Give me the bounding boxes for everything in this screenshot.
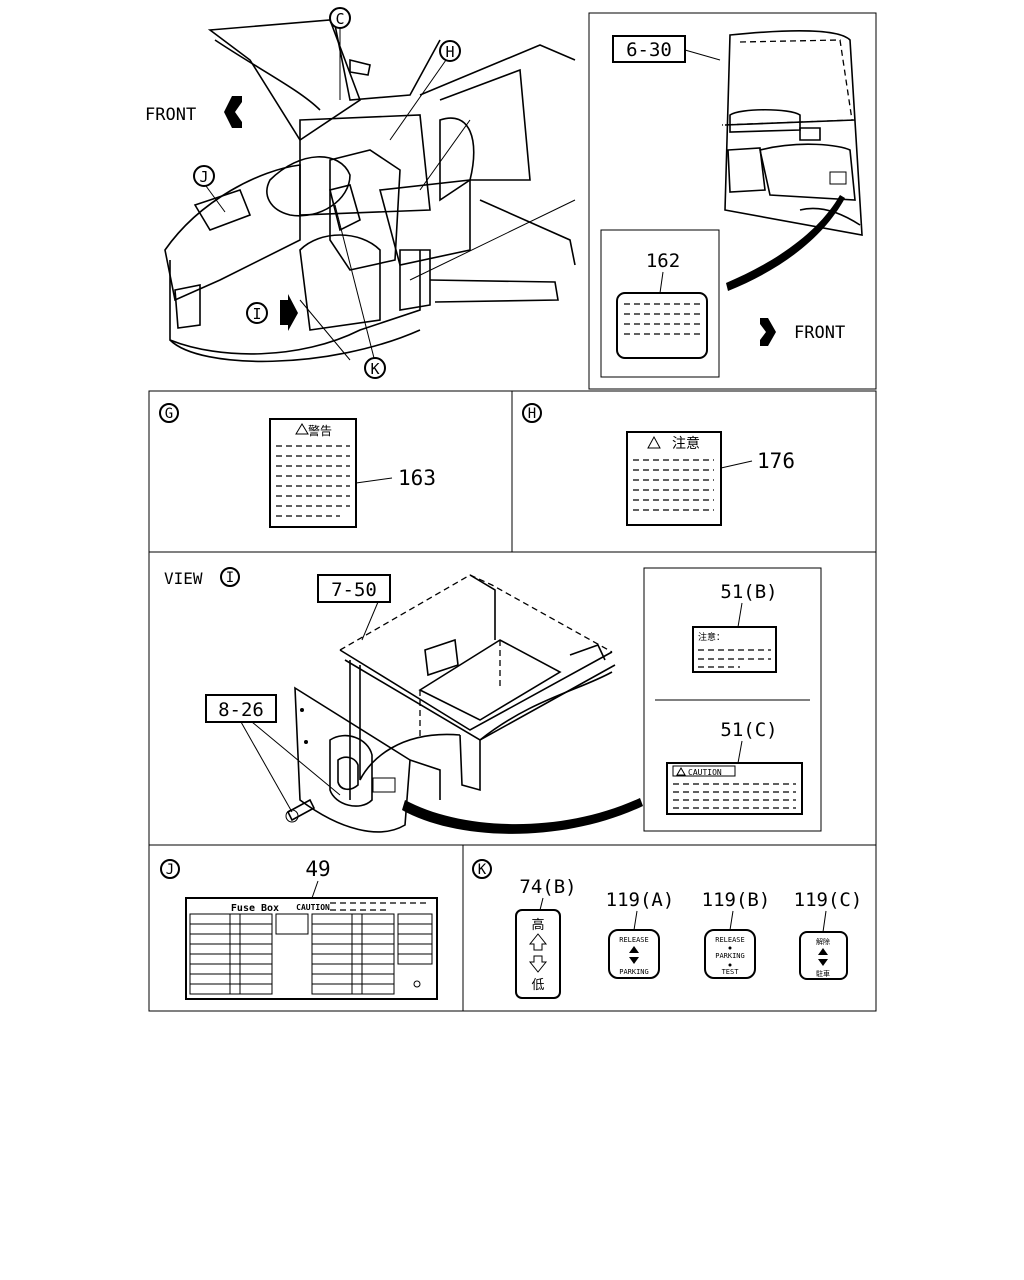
panel-j: J 49 Fuse Box CAUTION (160, 857, 438, 1000)
svg-text:K: K (370, 360, 379, 378)
svg-text:7-50: 7-50 (331, 579, 377, 601)
svg-text:C: C (335, 10, 344, 28)
svg-text:74(B): 74(B) (519, 876, 576, 898)
view-i-title: VIEW I (164, 567, 240, 588)
svg-text:G: G (165, 406, 173, 422)
label-detail-box: 51(B) 注意： 51(C) CAUTION (643, 567, 822, 832)
arrow-down-icon (528, 955, 548, 973)
svg-text:PARKING: PARKING (715, 952, 745, 960)
warning-triangle-icon (647, 435, 661, 449)
svg-text:J: J (166, 862, 174, 878)
label-119a: 119(A) RELEASE PARKING (606, 889, 675, 979)
arrow-right-icon (760, 318, 776, 346)
callout-h-top: H (439, 40, 461, 62)
svg-text:49: 49 (305, 857, 330, 881)
label-119c: 119(C) 解除 駐車 (794, 889, 863, 980)
svg-text:163: 163 (398, 466, 436, 490)
svg-text:51(B): 51(B) (720, 581, 777, 603)
cab-callout-leaders (205, 28, 447, 359)
svg-text:119(A): 119(A) (606, 889, 675, 911)
warning-triangle-icon (676, 766, 686, 776)
svg-text:119(C): 119(C) (794, 889, 863, 911)
svg-text:51(C): 51(C) (720, 719, 777, 741)
warning-triangle-icon (295, 423, 309, 435)
floor-panel-drawing (339, 574, 616, 800)
updown-arrow-icon (818, 948, 828, 966)
floor-ref-box: 7-50 (317, 574, 391, 641)
svg-text:VIEW: VIEW (164, 569, 203, 588)
svg-text:I: I (252, 305, 261, 323)
cover-ref-box: 8-26 (205, 694, 341, 813)
svg-text:8-26: 8-26 (218, 699, 264, 721)
row-jk-frame (148, 844, 877, 1012)
svg-text:6-30: 6-30 (626, 39, 672, 61)
svg-text:K: K (478, 862, 487, 878)
panel-h: H 注意 176 (522, 403, 795, 526)
svg-text:176: 176 (757, 449, 795, 473)
callout-i-top: I (246, 294, 298, 331)
door-ref-box: 6-30 (612, 35, 721, 63)
svg-text:TEST: TEST (722, 968, 740, 976)
svg-text:CAUTION: CAUTION (296, 903, 330, 912)
label-74b: 74(B) 高 低 (515, 876, 577, 999)
panel-g: G 警告 163 (159, 403, 436, 528)
svg-text:FRONT: FRONT (145, 105, 196, 125)
svg-text:駐車: 駐車 (816, 969, 830, 978)
callout-j-top: J (193, 165, 215, 187)
svg-text:注意: 注意 (672, 435, 700, 452)
svg-text:PARKING: PARKING (619, 968, 649, 976)
svg-text:CAUTION: CAUTION (688, 768, 722, 777)
svg-text:高: 高 (531, 917, 544, 933)
svg-text:J: J (199, 168, 208, 186)
svg-text:低: 低 (531, 978, 544, 993)
label-119b: 119(B) RELEASE PARKING TEST (702, 889, 771, 979)
door-detail-leader (726, 195, 845, 291)
arrow-left-icon (224, 96, 242, 128)
label-detail-leader (402, 798, 643, 834)
svg-text:Fuse Box: Fuse Box (231, 903, 279, 914)
front-indicator-top: FRONT (145, 96, 242, 128)
svg-text:RELEASE: RELEASE (715, 936, 745, 944)
arrow-right-icon (280, 294, 298, 331)
svg-text:RELEASE: RELEASE (619, 936, 649, 944)
cab-interior-drawing (164, 19, 576, 363)
svg-text:解除: 解除 (816, 937, 830, 946)
door-panel-frame (588, 12, 877, 390)
svg-text:H: H (528, 406, 536, 422)
svg-text:H: H (445, 43, 454, 61)
arrow-up-icon (528, 933, 548, 951)
updown-arrow-icon (629, 946, 639, 964)
door-label-detail: 162 (600, 229, 720, 378)
cover-plate-drawing (285, 686, 411, 833)
svg-text:警告: 警告 (308, 423, 332, 438)
callout-c: C (329, 7, 351, 29)
svg-text:I: I (226, 570, 234, 586)
panel-k: K 74(B) 高 低 119(A) RELEASE PARKING 119(B… (472, 859, 863, 999)
svg-text:162: 162 (646, 250, 680, 272)
front-indicator-right: FRONT (760, 318, 845, 346)
svg-text:119(B): 119(B) (702, 889, 771, 911)
svg-text:FRONT: FRONT (794, 323, 845, 343)
callout-k-top: K (364, 357, 386, 379)
svg-text:注意：: 注意： (698, 631, 725, 643)
